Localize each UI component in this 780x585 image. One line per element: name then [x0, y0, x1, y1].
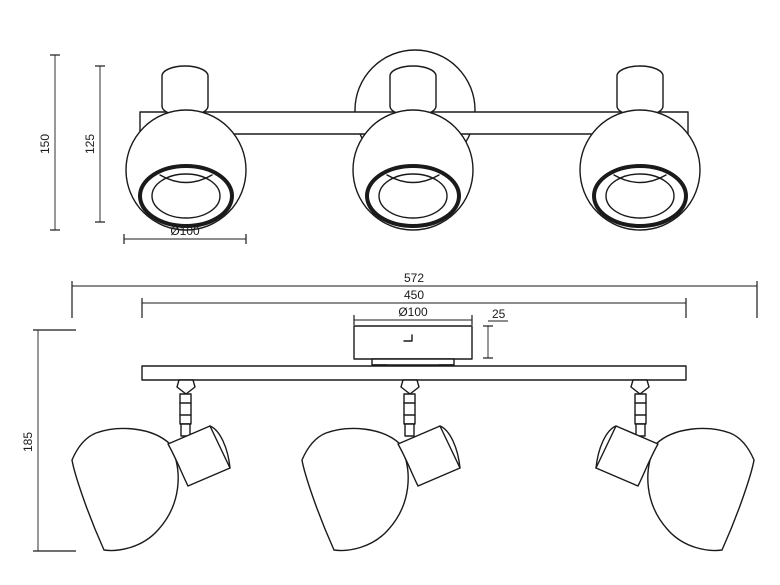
dimension-185: 185 — [21, 329, 76, 552]
spotlight-side-1 — [71, 379, 231, 552]
spotlight-side-2 — [301, 379, 461, 552]
dimension-450: 450 — [141, 288, 687, 318]
top-view: 150 125 Ø100 — [38, 49, 701, 244]
socket — [397, 425, 461, 487]
spotlight-side-3 — [595, 379, 755, 552]
socket-cap — [209, 425, 231, 469]
dimension-label-125: 125 — [83, 134, 97, 154]
shade — [125, 109, 247, 231]
socket-cap — [439, 425, 461, 469]
shade-inner — [605, 173, 675, 219]
arm — [179, 393, 192, 425]
side-view: 572 450 Ø100 25 185 — [21, 271, 758, 552]
shade — [579, 109, 701, 231]
stem — [389, 65, 437, 117]
dimension-label-450: 450 — [404, 288, 424, 302]
dimension-label-185: 185 — [21, 432, 35, 452]
pivot — [404, 423, 415, 437]
spotlight-top-1 — [125, 65, 247, 231]
shade — [301, 427, 409, 552]
pivot — [180, 423, 191, 437]
bulb-arc — [386, 174, 440, 184]
stem — [616, 65, 664, 117]
socket — [595, 425, 659, 487]
canopy-box — [353, 325, 473, 360]
shade — [71, 427, 179, 552]
shade-inner — [378, 173, 448, 219]
dimension-label-25: 25 — [492, 307, 506, 321]
canopy-key-slot — [403, 334, 413, 342]
spotlight-top-2 — [352, 65, 474, 231]
dimension-label-150: 150 — [38, 134, 52, 154]
joint — [400, 379, 420, 395]
shade — [647, 427, 755, 552]
dimension-25: 25 — [483, 307, 508, 359]
bulb-arc — [613, 174, 667, 184]
socket-cap — [595, 425, 617, 469]
joint — [176, 379, 196, 395]
shade-rim — [365, 164, 461, 228]
joint — [630, 379, 650, 395]
dimension-label-canopy: Ø100 — [398, 305, 428, 319]
canopy-base — [371, 358, 455, 366]
stem — [161, 65, 209, 117]
dimension-572: 572 — [71, 271, 758, 318]
dimension-label-572: 572 — [404, 271, 424, 285]
dimension-150: 150 — [38, 54, 60, 231]
shade-rim — [138, 164, 234, 228]
dimension-shade-diameter: Ø100 — [123, 224, 247, 244]
arm — [634, 393, 647, 425]
side-mounting-bar — [141, 365, 687, 381]
spotlight-top-3 — [579, 65, 701, 231]
dimension-label-shade: Ø100 — [170, 224, 200, 238]
pivot — [635, 423, 646, 437]
shade-rim — [592, 164, 688, 228]
dimension-125: 125 — [83, 65, 105, 223]
bulb-arc — [159, 174, 213, 184]
socket — [167, 425, 231, 487]
dimension-canopy-diameter: Ø100 — [353, 305, 473, 325]
shade-inner — [151, 173, 221, 219]
arm — [403, 393, 416, 425]
shade — [352, 109, 474, 231]
